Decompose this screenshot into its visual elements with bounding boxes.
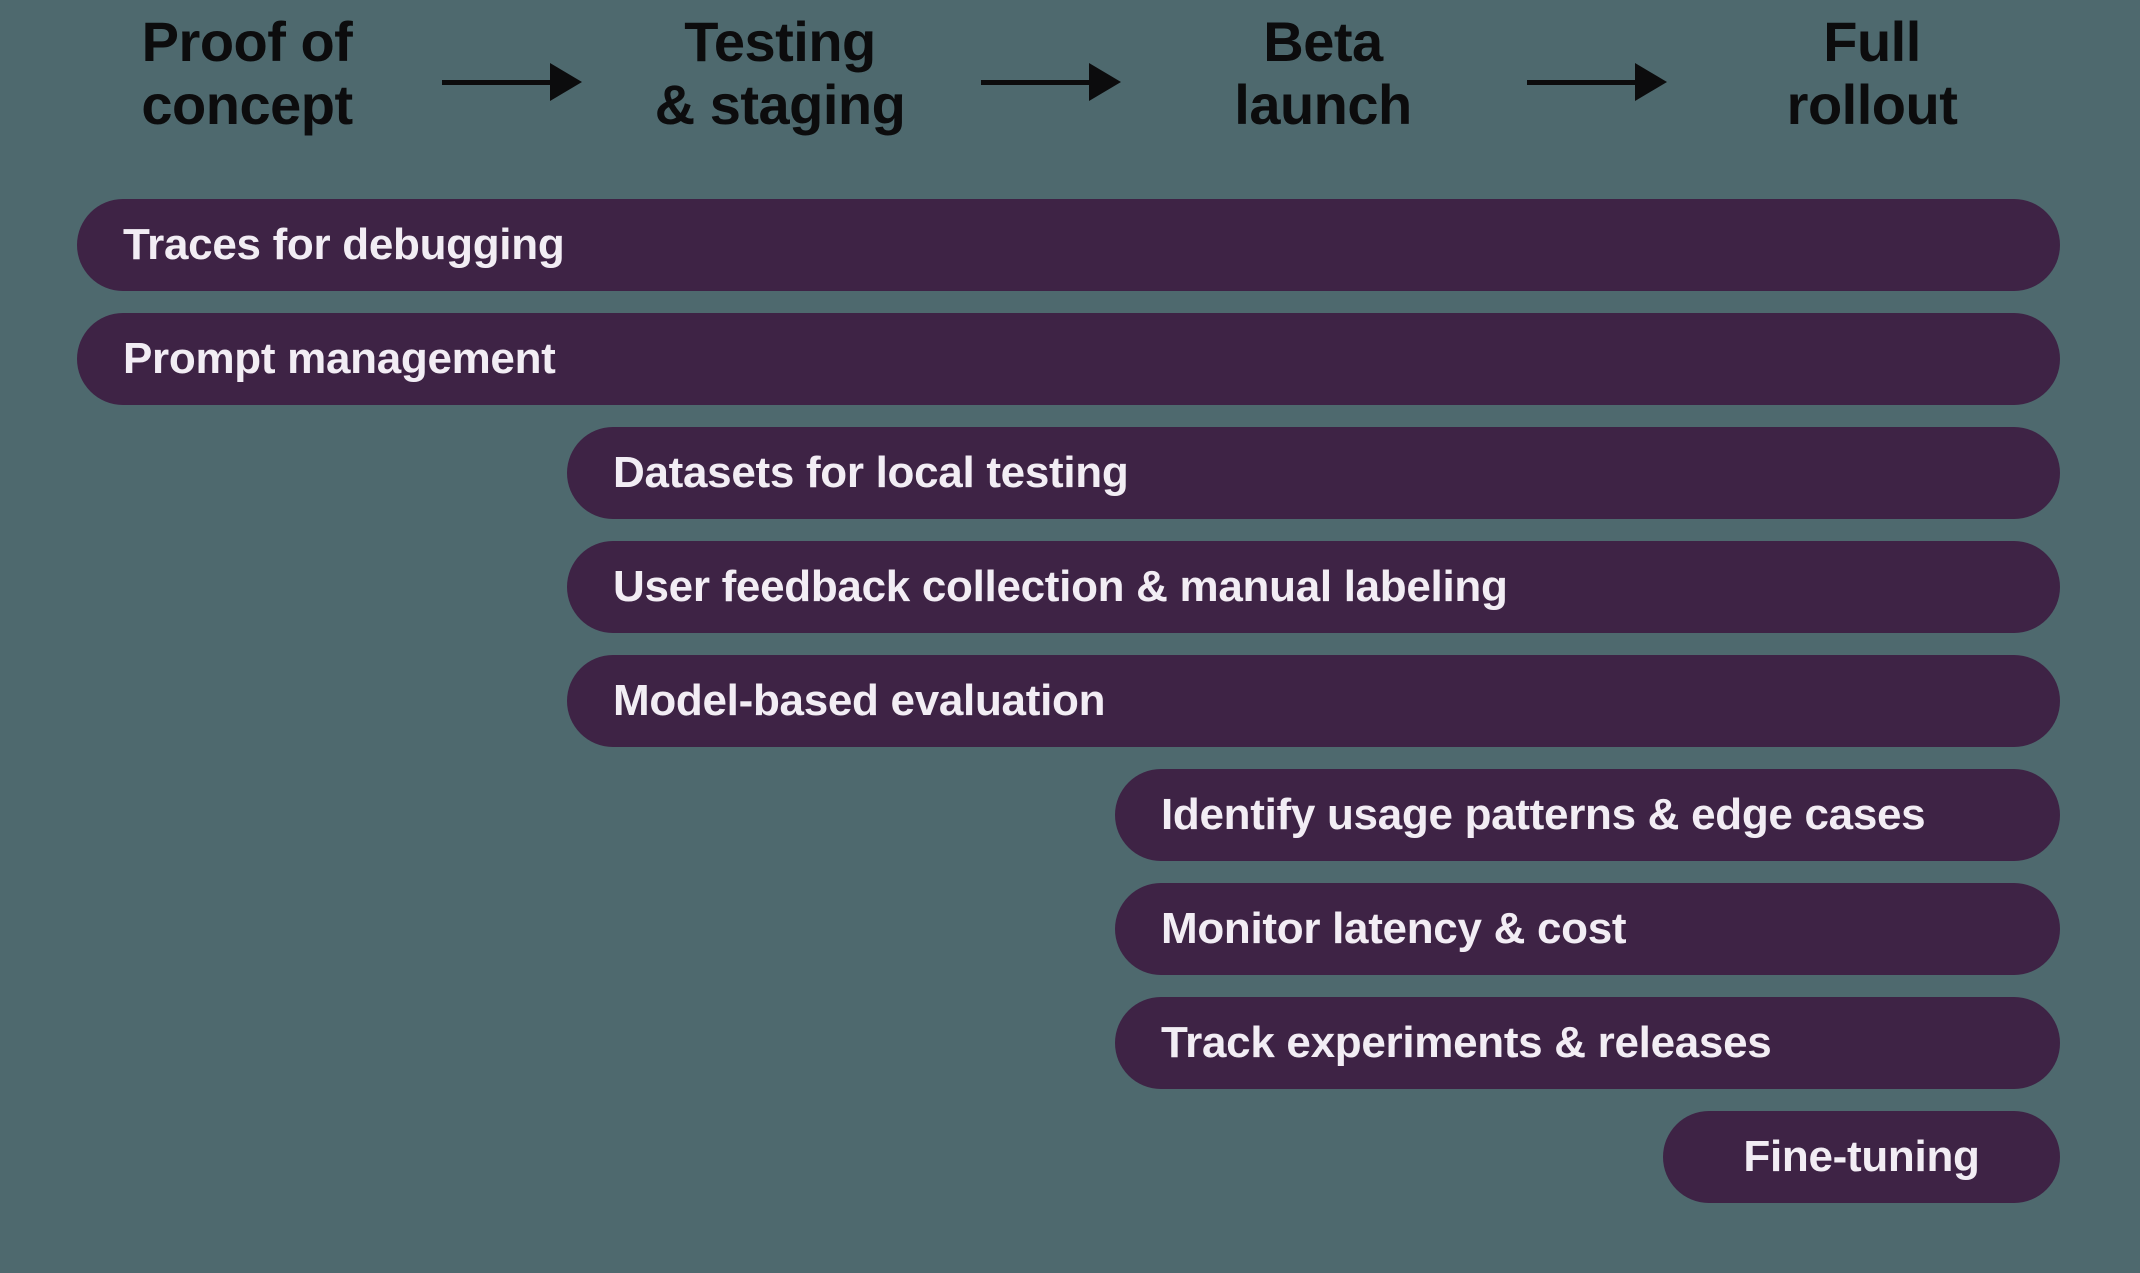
capability-bar-user-feedback-collection: User feedback collection & manual labeli… bbox=[567, 541, 2060, 633]
bar-label: Track experiments & releases bbox=[1161, 1018, 1772, 1067]
arrow-head bbox=[550, 63, 582, 101]
right-arrow-icon bbox=[981, 63, 1121, 101]
stage-header-proof-of-concept: Proof of concept bbox=[141, 10, 353, 136]
bar-label: User feedback collection & manual labeli… bbox=[613, 562, 1508, 611]
capability-bar-prompt-management: Prompt management bbox=[77, 313, 2060, 405]
arrow-head bbox=[1635, 63, 1667, 101]
stage-header-line: Proof of bbox=[141, 10, 353, 73]
bar-label: Prompt management bbox=[123, 334, 556, 383]
arrow-shaft bbox=[1527, 79, 1639, 85]
stage-header-line: concept bbox=[141, 73, 353, 136]
arrow-shaft bbox=[442, 79, 554, 85]
bar-label: Model-based evaluation bbox=[613, 676, 1106, 725]
right-arrow-icon bbox=[1527, 63, 1667, 101]
capability-bar-datasets-for-local-testing: Datasets for local testing bbox=[567, 427, 2060, 519]
stage-header-full-rollout: Full rollout bbox=[1787, 10, 1958, 136]
bar-label: Fine-tuning bbox=[1743, 1132, 1980, 1181]
stage-header-line: Testing bbox=[684, 10, 876, 73]
capability-bar-model-based-evaluation: Model-based evaluation bbox=[567, 655, 2060, 747]
stage-header-line: launch bbox=[1234, 73, 1412, 136]
stage-header-line: Beta bbox=[1263, 10, 1383, 73]
capability-bar-track-experiments-releases: Track experiments & releases bbox=[1115, 997, 2060, 1089]
arrow-head bbox=[1089, 63, 1121, 101]
stage-header-line: Full bbox=[1823, 10, 1921, 73]
capability-bar-identify-usage-patterns: Identify usage patterns & edge cases bbox=[1115, 769, 2060, 861]
bar-label: Datasets for local testing bbox=[613, 448, 1129, 497]
stage-header-line: rollout bbox=[1786, 73, 1958, 136]
capability-bar-monitor-latency-cost: Monitor latency & cost bbox=[1115, 883, 2060, 975]
arrow-shaft bbox=[981, 79, 1093, 85]
bar-label: Traces for debugging bbox=[123, 220, 565, 269]
capability-bar-fine-tuning: Fine-tuning bbox=[1663, 1111, 2060, 1203]
stage-header-testing-staging: Testing & staging bbox=[655, 10, 906, 136]
bar-label: Identify usage patterns & edge cases bbox=[1161, 790, 1926, 839]
bar-label: Monitor latency & cost bbox=[1161, 904, 1627, 953]
stage-header-line: & staging bbox=[654, 73, 906, 136]
capability-bar-traces-for-debugging: Traces for debugging bbox=[77, 199, 2060, 291]
stage-header-beta-launch: Beta launch bbox=[1234, 10, 1412, 136]
right-arrow-icon bbox=[442, 63, 582, 101]
